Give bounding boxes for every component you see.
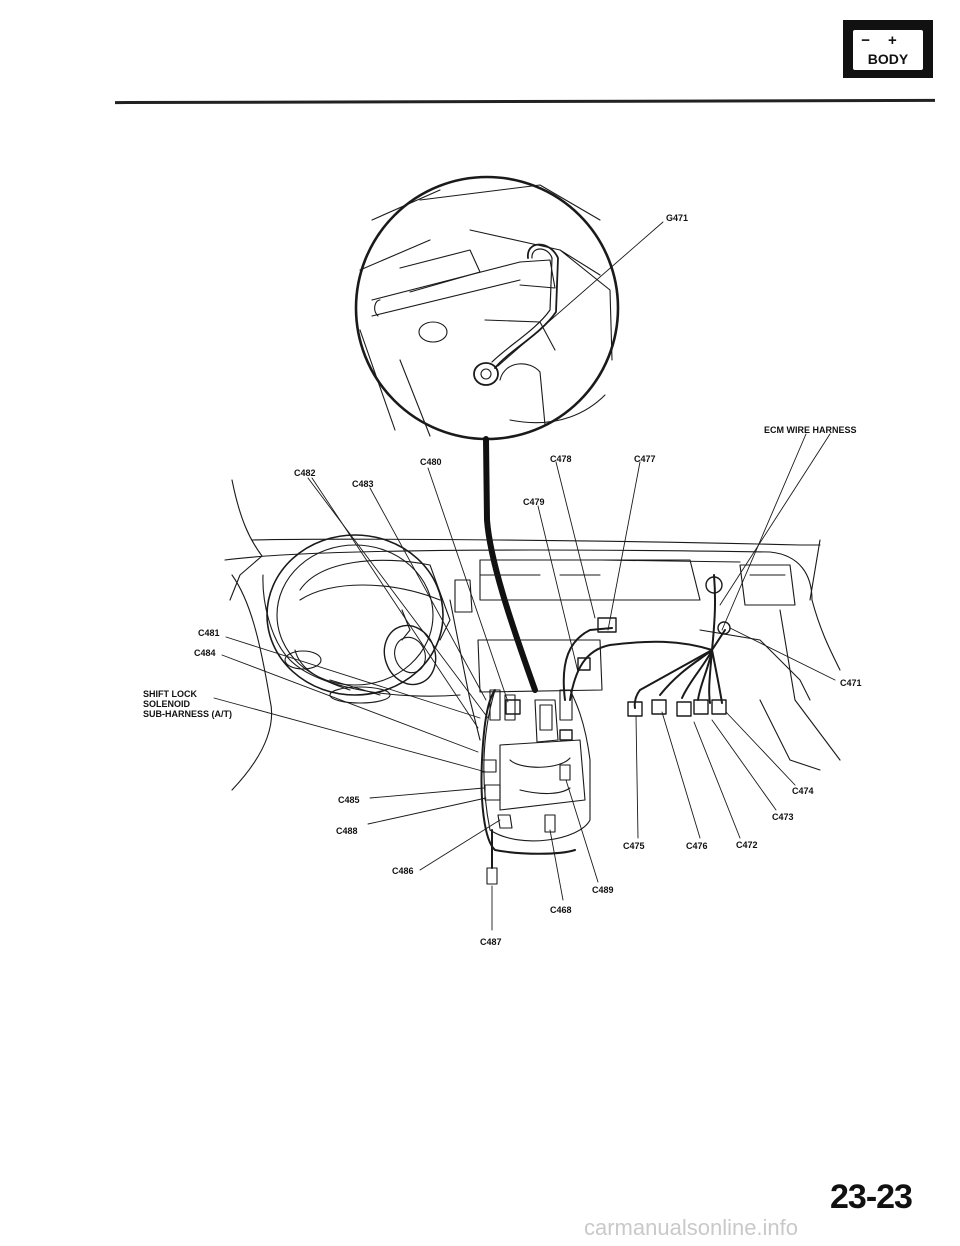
label-c487: C487: [480, 937, 502, 947]
ground-cable: [483, 436, 538, 693]
label-c475: C475: [623, 841, 645, 851]
connectors: [505, 576, 731, 741]
center-console: [481, 689, 591, 885]
label-ecm-wire-harness: ECM WIRE HARNESS: [764, 425, 857, 435]
leader-lines: [213, 433, 836, 931]
label-c479: C479: [523, 497, 545, 507]
body-section-badge: −+ BODY: [843, 20, 933, 78]
dashboard-outline: [224, 479, 841, 791]
label-c485: C485: [338, 795, 360, 805]
label-c488: C488: [336, 826, 358, 836]
label-c486: C486: [392, 866, 414, 876]
label-c471: C471: [840, 678, 862, 688]
label-c478: C478: [550, 454, 572, 464]
label-c482: C482: [294, 468, 316, 478]
label-c480: C480: [420, 457, 442, 467]
label-c481: C481: [198, 628, 220, 638]
label-c468: C468: [550, 905, 572, 915]
ground-detail-circle: [354, 175, 664, 441]
watermark: carmanualsonline.info: [584, 1215, 799, 1240]
label-g471: G471: [666, 213, 689, 223]
badge-terminal-signs: −+: [861, 32, 915, 49]
label-c489: C489: [592, 885, 614, 895]
label-c477: C477: [634, 454, 656, 464]
battery-icon: −+ BODY: [853, 30, 923, 70]
page-number: 23-23: [830, 1178, 913, 1216]
label-c472: C472: [736, 840, 758, 850]
label-shift-lock-solenoid: SHIFT LOCK SOLENOID SUB-HARNESS (A/T): [143, 689, 232, 719]
label-c474: C474: [792, 786, 814, 796]
wire-harness-routing: [480, 574, 726, 869]
badge-label: BODY: [867, 51, 909, 67]
label-c476: C476: [686, 841, 708, 851]
label-c484: C484: [194, 648, 216, 658]
label-c473: C473: [772, 812, 794, 822]
label-c483: C483: [352, 479, 374, 489]
